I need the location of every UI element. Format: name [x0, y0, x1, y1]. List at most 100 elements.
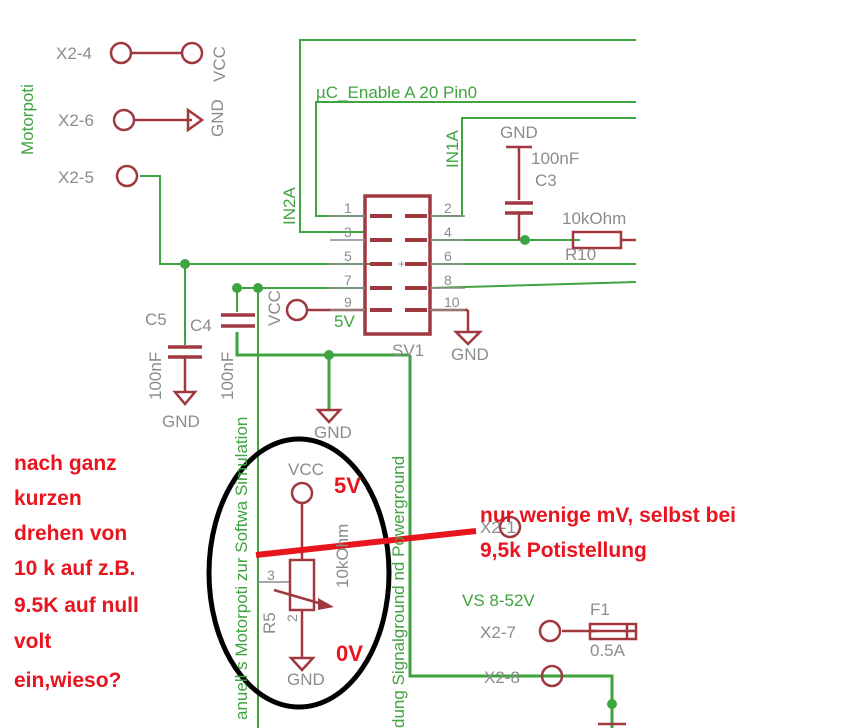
label-sv1-name: SV1	[392, 341, 424, 360]
label-c5-value: 100nF	[146, 352, 165, 400]
label-r5-name: R5	[260, 612, 279, 634]
junction-dot	[232, 283, 242, 293]
sv1-pin-number: 5	[344, 248, 352, 264]
pad-x2-5	[115, 164, 139, 188]
sv1-pin-number: 3	[344, 224, 352, 240]
junction-dot	[180, 259, 190, 269]
pad-x2-7	[538, 619, 562, 643]
label-x2-4: X2-4	[56, 44, 92, 63]
pad-vcc-pot	[290, 481, 314, 505]
label-gnd-sv1: GND	[451, 345, 489, 364]
sv1-pin-number: 2	[444, 200, 452, 216]
gnd-symbol-top	[180, 107, 205, 133]
gnd-symbol-mid	[315, 408, 343, 424]
question-line: volt	[14, 630, 51, 653]
label-gnd-top: GND	[208, 99, 227, 137]
pad-x2-8	[540, 664, 564, 688]
annotation-0v: 0V	[336, 641, 363, 666]
junction-dot	[324, 350, 334, 360]
junction-dot	[253, 283, 263, 293]
junction-dot	[607, 699, 617, 709]
question-line: 9.5K auf null	[14, 594, 139, 617]
annotation-5v: 5V	[334, 473, 361, 498]
label-c5-name: C5	[145, 310, 167, 329]
wire-in2a	[299, 39, 636, 233]
note-line: nur wenige mV, selbst bei	[480, 504, 736, 527]
sv1-pin-number: 7	[344, 272, 352, 288]
label-r10-value: 10kOhm	[562, 209, 626, 228]
label-pot-vertical: anuell s Motorpoti zur Softwa Simulation	[232, 417, 251, 720]
label-in1a: IN1A	[443, 130, 462, 168]
wire-pin8	[429, 281, 637, 289]
label-x2-6: X2-6	[58, 111, 94, 130]
potentiometer-r5	[273, 558, 334, 612]
sv1-pin-number: 10	[444, 294, 460, 310]
wire-x2-5	[140, 175, 370, 265]
label-c3-value: 100nF	[531, 149, 579, 168]
svg-text:+: +	[398, 257, 405, 271]
question-line: nach ganz	[14, 452, 117, 475]
pad-vcc-top	[180, 41, 204, 65]
pot-body	[288, 558, 316, 612]
header-sv1: +	[330, 194, 465, 336]
label-pot-pin2: 2	[284, 614, 300, 622]
pot-arrow-line	[273, 588, 323, 606]
label-vcc-pin9: VCC	[265, 290, 284, 326]
sv1-pin-number: 9	[344, 294, 352, 310]
label-in2a: IN2A	[280, 187, 299, 225]
label-vcc-pot: VCC	[288, 460, 324, 479]
label-pot-pin3: 3	[267, 567, 275, 583]
question-line: kurzen	[14, 487, 82, 510]
junction-dot	[520, 235, 530, 245]
wire-ground-horizontal	[235, 332, 410, 357]
gnd-symbol-pot	[288, 656, 316, 672]
capacitor-c5	[168, 345, 202, 368]
label-c3-name: C3	[535, 171, 557, 190]
capacitor-c3	[505, 147, 533, 240]
label-gnd-c5: GND	[162, 412, 200, 431]
pad-x2-4	[109, 41, 133, 65]
label-r10-name: R10	[565, 245, 596, 264]
label-gnd-pot: GND	[287, 670, 325, 689]
pad-x2-1	[498, 515, 522, 539]
label-f1-name: F1	[590, 600, 610, 619]
fuse-f1	[588, 622, 638, 641]
highlight-ellipse	[206, 436, 392, 710]
sv1-pin-leads	[330, 215, 465, 311]
label-r5-value: 10kOhm	[333, 524, 352, 588]
label-x2-7: X2-7	[480, 623, 516, 642]
label-vs: VS 8-52V	[462, 591, 535, 610]
label-uc-enable: µC_Enable A 20 Pin0	[316, 83, 477, 102]
note-line: 9,5k Potistellung	[480, 539, 647, 562]
connector-pads	[109, 41, 564, 688]
sv1-pin-number: 6	[444, 248, 452, 264]
sv1-pin-number: 8	[444, 272, 452, 288]
label-x2-8: X2-8	[484, 668, 520, 687]
label-c4-value: 100nF	[218, 352, 237, 400]
label-motorpoti: Motorpoti	[18, 84, 37, 155]
red-pointer-line	[255, 528, 477, 558]
gnd-symbol-c5	[172, 368, 198, 406]
label-x2-5: X2-5	[58, 168, 94, 187]
label-gnd-mid: GND	[314, 423, 352, 442]
pad-pin9	[285, 298, 309, 322]
capacitor-c4	[221, 313, 255, 328]
label-5v-net: 5V	[334, 312, 355, 331]
junctions	[180, 235, 617, 709]
label-x2-1: X2-1	[480, 518, 516, 537]
sv1-pin-number: 4	[444, 224, 452, 240]
pad-x2-6	[112, 108, 136, 132]
question-line: ein,wieso?	[14, 669, 121, 692]
label-f1-value: 0.5A	[590, 641, 626, 660]
sv1-outline	[363, 194, 432, 336]
label-ground-vertical: dung Signalground nd Powerground	[389, 456, 408, 728]
label-vcc-top: VCC	[210, 46, 229, 82]
pot-arrow-head	[318, 598, 334, 610]
sv1-pins	[370, 214, 427, 312]
wires	[131, 39, 637, 728]
question-line: 10 k auf z.B.	[14, 557, 135, 580]
label-c4-name: C4	[190, 316, 212, 335]
gnd-symbol-sv1	[430, 308, 484, 346]
